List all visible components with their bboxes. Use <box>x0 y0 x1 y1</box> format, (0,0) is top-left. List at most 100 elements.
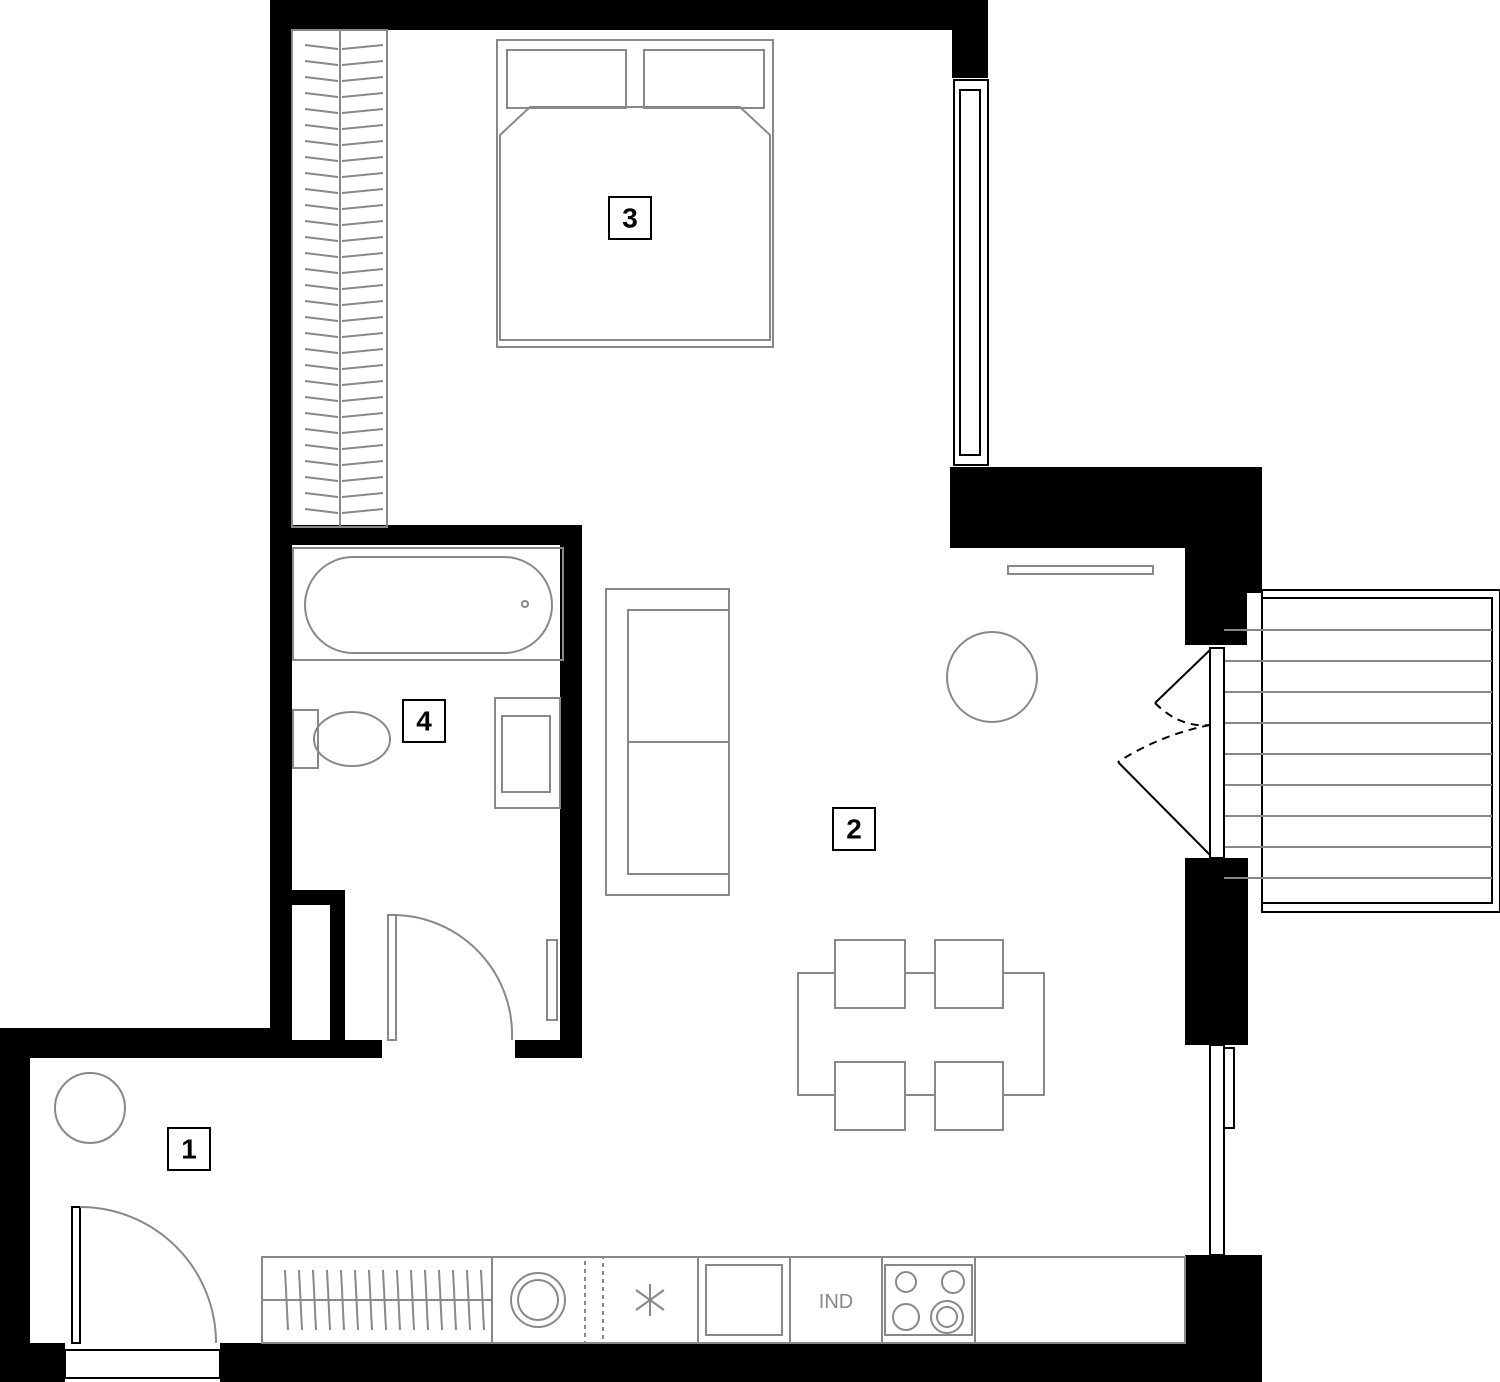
hatch-line <box>341 300 384 306</box>
hatch-line <box>341 284 384 290</box>
hatch-line <box>304 364 339 370</box>
hatch-line <box>341 220 384 226</box>
hatch-line <box>304 108 339 114</box>
hatch-line <box>341 412 384 418</box>
hatch-line <box>304 268 339 274</box>
hatch-line <box>424 1269 429 1331</box>
hatch-line <box>304 60 339 66</box>
hatch-line <box>341 332 384 338</box>
hatch-line <box>341 124 384 130</box>
tv-stand <box>1007 565 1154 575</box>
hatch-line <box>341 172 384 178</box>
walls <box>0 0 1262 1382</box>
wardrobe <box>291 29 388 528</box>
hatch-line <box>341 428 384 434</box>
kitchen-cabinet <box>262 1269 492 1331</box>
svg-text:3: 3 <box>622 203 638 234</box>
hatch-line <box>341 460 384 466</box>
hatch-line <box>341 380 384 386</box>
hatch-line <box>368 1269 373 1331</box>
kitchen-window <box>1209 1044 1235 1256</box>
bathroom-door <box>387 914 514 1041</box>
washing-machine-icon <box>510 1272 566 1328</box>
hatch-line <box>410 1269 415 1331</box>
oven <box>705 1264 783 1336</box>
hatch-line <box>304 508 339 514</box>
hatch-line <box>354 1269 359 1331</box>
hatch-line <box>341 492 384 498</box>
hatch-line <box>341 236 384 242</box>
hatch-line <box>341 108 384 114</box>
hatch-line <box>304 332 339 338</box>
fridge-snowflake-icon <box>635 1284 665 1316</box>
bedroom-window <box>953 79 989 466</box>
hatch-line <box>341 476 384 482</box>
hatch-line <box>340 1269 345 1331</box>
hatch-line <box>304 76 339 82</box>
hatch-line <box>341 156 384 162</box>
hatch-line <box>284 1269 289 1331</box>
kitchen-counter: IND <box>261 1256 1186 1344</box>
round-table-hall <box>54 1072 126 1144</box>
sofa <box>605 588 730 896</box>
hob <box>881 1256 976 1344</box>
hatch-line <box>304 92 339 98</box>
hatch-line <box>480 1269 485 1331</box>
room-label-1: 1 <box>167 1127 211 1171</box>
room-label-4: 4 <box>402 699 446 743</box>
hatch-line <box>341 92 384 98</box>
hatch-line <box>341 188 384 194</box>
hatch-line <box>304 380 339 386</box>
hatch-line <box>304 156 339 162</box>
hatch-line <box>304 204 339 210</box>
room-label-3: 3 <box>608 196 652 240</box>
hatch-line <box>452 1269 457 1331</box>
towel-rail <box>546 939 558 1021</box>
hatch-line <box>341 268 384 274</box>
hatch-line <box>304 172 339 178</box>
hatch-line <box>341 444 384 450</box>
svg-text:4: 4 <box>416 706 432 737</box>
hatch-line <box>304 300 339 306</box>
hatch-line <box>304 492 339 498</box>
entrance-door <box>64 1206 221 1379</box>
svg-text:1: 1 <box>181 1134 197 1165</box>
hatch-line <box>304 396 339 402</box>
hatch-line <box>466 1269 471 1331</box>
hatch-line <box>341 140 384 146</box>
double-bed <box>496 39 774 348</box>
hatch-line <box>304 412 339 418</box>
hatch-line <box>382 1269 387 1331</box>
induction-label: IND <box>819 1291 853 1313</box>
hatch-line <box>341 364 384 370</box>
toilet <box>292 709 391 769</box>
hatch-line <box>304 44 339 50</box>
hatch-line <box>304 348 339 354</box>
svg-text:2: 2 <box>846 814 862 845</box>
hatch-line <box>341 316 384 322</box>
hatch-line <box>304 124 339 130</box>
hatch-line <box>304 316 339 322</box>
hatch-line <box>312 1269 317 1331</box>
round-table <box>946 631 1038 723</box>
room-label-2: 2 <box>832 807 876 851</box>
balcony-door <box>1117 647 1225 859</box>
hatch-line <box>341 252 384 258</box>
bathtub <box>292 547 564 661</box>
hatch-line <box>304 444 339 450</box>
hatch-line <box>341 44 384 50</box>
hatch-line <box>341 348 384 354</box>
hatch-line <box>298 1269 303 1331</box>
hatch-line <box>304 236 339 242</box>
hatch-line <box>326 1269 331 1331</box>
hatch-line <box>304 188 339 194</box>
hatch-line <box>396 1269 401 1331</box>
sink <box>494 697 561 809</box>
hatch-line <box>304 476 339 482</box>
hatch-line <box>304 252 339 258</box>
hatch-line <box>341 60 384 66</box>
dining-set <box>797 939 1045 1131</box>
hatch-line <box>341 204 384 210</box>
hatch-line <box>438 1269 443 1331</box>
